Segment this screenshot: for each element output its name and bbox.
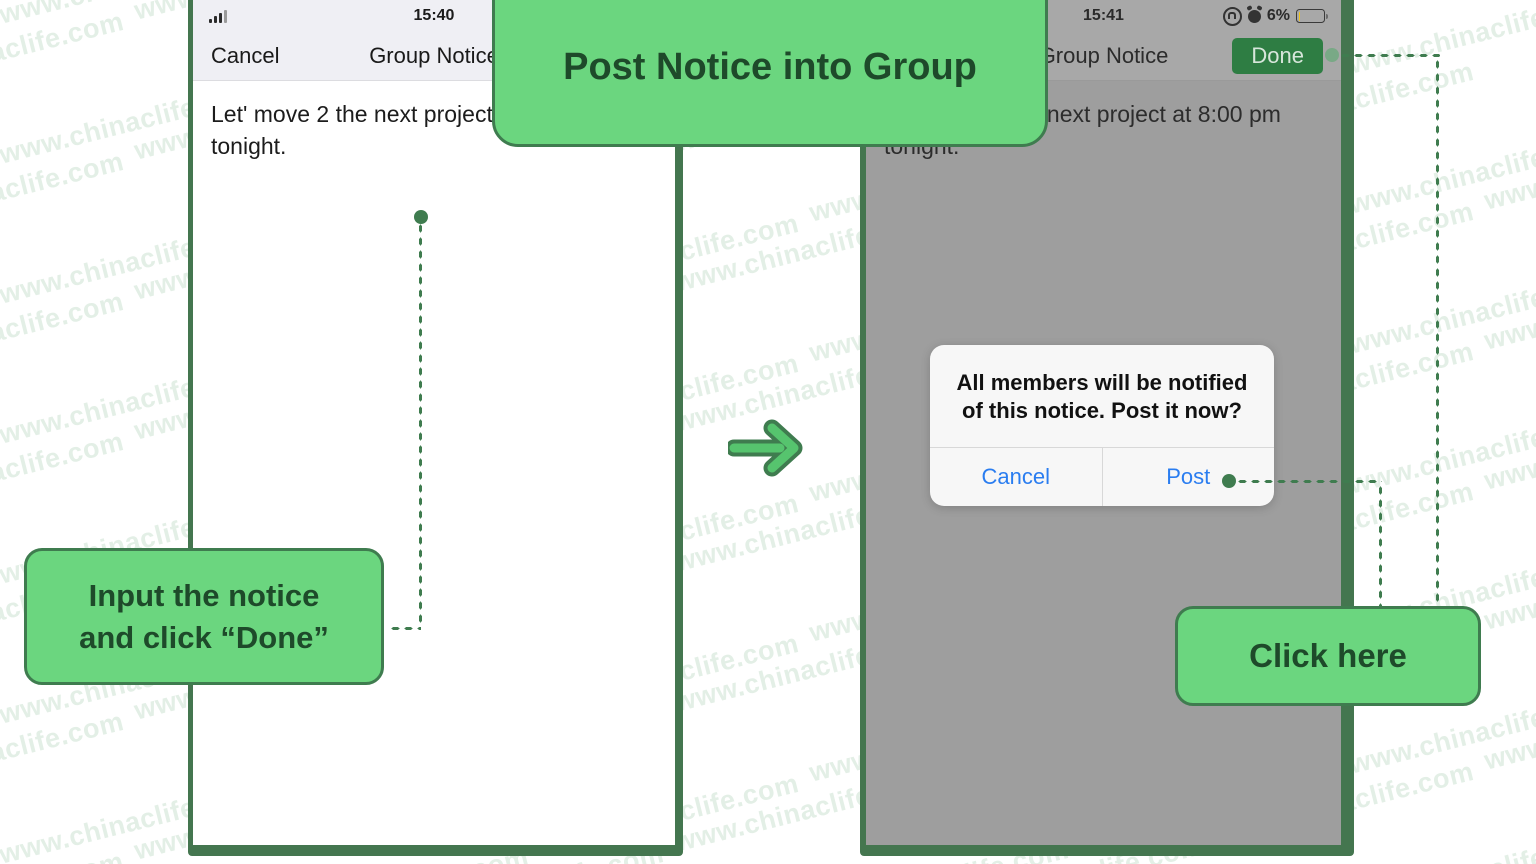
callout-right-label: Click here (1249, 637, 1407, 674)
status-time-left: 15:40 (413, 7, 455, 24)
connector-left-vertical (418, 222, 423, 628)
callout-left-line1: Input the notice (88, 577, 320, 613)
cellular-signal-icon (209, 9, 227, 23)
callout-input-notice: Input the notice and click “Done” (24, 548, 384, 685)
watermark-text: www.chinaclife.com (0, 6, 127, 100)
cancel-button[interactable]: Cancel (211, 43, 280, 68)
watermark-text: www.chinaclife.com (1481, 542, 1536, 636)
watermark-text: www.chinaclife.com (0, 706, 127, 800)
dialog-cancel-button[interactable]: Cancel (981, 464, 1050, 490)
battery-icon (1296, 9, 1328, 23)
battery-percent-label: 6% (1266, 7, 1290, 24)
watermark-text: www.chinaclife.com (1481, 402, 1536, 496)
watermark-text: www.chinaclife.com (1481, 262, 1536, 356)
anchor-dot-post-button (1222, 474, 1236, 488)
watermark-text: www.chinaclife.com (1481, 822, 1536, 864)
watermark-text: www.chinaclife.com (0, 146, 127, 240)
anchor-dot-done-button (1325, 48, 1339, 62)
watermark-text: www.chinaclife.com (0, 846, 127, 864)
status-time-right: 15:41 (1083, 7, 1124, 24)
callout-title-banner: Post Notice into Group (492, 0, 1048, 147)
right-arrow-icon (725, 415, 808, 486)
watermark-text: www.chinaclife.com (1481, 122, 1536, 216)
watermark-text: www.chinaclife.com (1346, 0, 1536, 80)
callout-title-label: Post Notice into Group (563, 46, 977, 88)
confirm-dialog: All members will be notified of this not… (930, 345, 1275, 507)
callout-left-line2: and click “Done” (79, 619, 329, 655)
watermark-text: www.chinaclife.com (0, 426, 127, 520)
watermark-text: www.chinaclife.com (1481, 682, 1536, 776)
dialog-post-button[interactable]: Post (1101, 448, 1275, 507)
done-button[interactable]: Done (1232, 38, 1323, 74)
watermark-text: www.chinaclife.com (1346, 266, 1536, 360)
dialog-message: All members will be notified of this not… (956, 370, 1248, 424)
connector-done-horizontal (1339, 53, 1440, 58)
callout-click-here: Click here (1175, 606, 1481, 706)
watermark-text: www.chinaclife.com (1346, 826, 1536, 864)
connector-left-horizontal (389, 626, 421, 631)
alarm-clock-icon (1247, 9, 1261, 23)
connector-post-horizontal (1236, 479, 1382, 484)
watermark-text: www.chinaclife.com (1346, 406, 1536, 500)
connector-done-vertical (1435, 58, 1440, 610)
watermark-text: www.chinaclife.com (1346, 126, 1536, 220)
rotation-lock-icon (1222, 6, 1242, 26)
connector-post-vertical (1378, 484, 1383, 610)
anchor-dot-left-screen (414, 210, 428, 224)
watermark-text: www.chinaclife.com (0, 286, 127, 380)
